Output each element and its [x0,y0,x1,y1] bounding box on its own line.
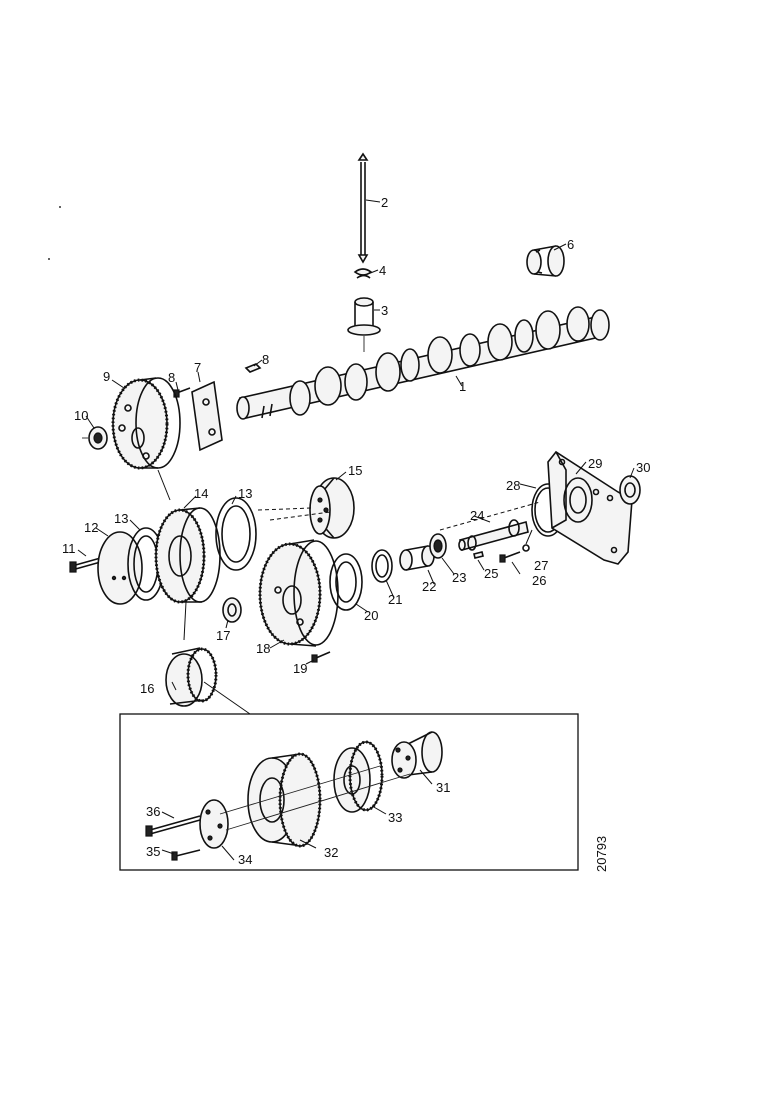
pump-drive-shaft [458,519,529,551]
callout-35: 35 [146,844,160,859]
callout-36: 36 [146,804,160,819]
thrust-washer-rear [215,497,257,571]
callout-8-screw: 8 [168,370,175,385]
callout-2: 2 [381,195,388,210]
callout-17: 17 [216,628,230,643]
callout-3: 3 [381,303,388,318]
bearing-sleeve [222,597,242,623]
camshaft [236,306,610,420]
detail-flange-hub [391,731,443,779]
thrust-plate [191,380,223,452]
ball-bearing [429,533,447,559]
assembly-lines [157,469,251,715]
callout-19: 19 [293,661,307,676]
callout-29: 29 [588,456,602,471]
timing-cover [547,450,633,565]
callout-labels: 2 4 3 6 1 8 7 8 9 10 11 12 13 14 13 15 1… [62,195,650,867]
cover-screw [499,551,521,563]
callout-13-front: 13 [114,511,128,526]
detail-drive-gear [247,752,322,848]
thrust-plate-screw [173,387,191,398]
callout-33: 33 [388,810,402,825]
shaft-key [473,551,484,559]
detail-plate [199,799,229,849]
detail-assembly-lines [219,765,411,831]
callout-10: 10 [74,408,88,423]
drawing-number: 20793 [594,836,609,872]
callout-6: 6 [567,237,574,252]
idler-gear [154,507,221,604]
callout-32: 32 [324,845,338,860]
assembly-line-pump [269,501,541,531]
callout-1: 1 [459,379,466,394]
callout-18: 18 [256,641,270,656]
woodruff-key [244,363,262,373]
leader-lines [77,199,635,861]
callout-31: 31 [436,780,450,795]
shaft-seal [619,475,641,505]
callout-22: 22 [422,579,436,594]
callout-14: 14 [194,486,208,501]
spacer-sleeve [399,545,435,571]
shim-ring [329,553,363,611]
gear-screw [311,651,331,663]
callout-28: 28 [506,478,520,493]
detail-bolt-short [171,849,201,861]
camshaft-bushing [526,245,565,277]
scan-marks [48,206,61,260]
tappet [347,297,381,352]
snap-ring [371,549,393,583]
callout-27: 27 [534,558,548,573]
callout-34: 34 [238,852,252,867]
callout-11: 11 [62,541,76,556]
valve-spring-clip [353,268,373,279]
callout-12: 12 [84,520,98,535]
pump-drive-gear [258,539,339,647]
detail-box [119,713,579,871]
callout-9: 9 [103,369,110,384]
camshaft-gear-nut [82,426,108,450]
cover-washer [522,544,530,552]
callout-30: 30 [636,460,650,475]
callout-13-rear: 13 [238,486,252,501]
callout-4: 4 [379,263,386,278]
push-rod [357,152,369,264]
callout-8-key: 8 [262,352,269,367]
callout-24: 24 [470,508,484,523]
callout-25: 25 [484,566,498,581]
callout-23: 23 [452,570,466,585]
cam-lobes [289,306,610,416]
detail-bolt-long [145,815,201,837]
callout-20: 20 [364,608,378,623]
callout-21: 21 [388,592,402,607]
callout-16: 16 [140,681,154,696]
small-drive-gear [165,647,218,707]
callout-7: 7 [194,360,201,375]
callout-15: 15 [348,463,362,478]
callout-26: 26 [532,573,546,588]
idler-hub [257,477,355,539]
detail-hub [333,740,384,813]
camshaft-gear [111,377,181,470]
